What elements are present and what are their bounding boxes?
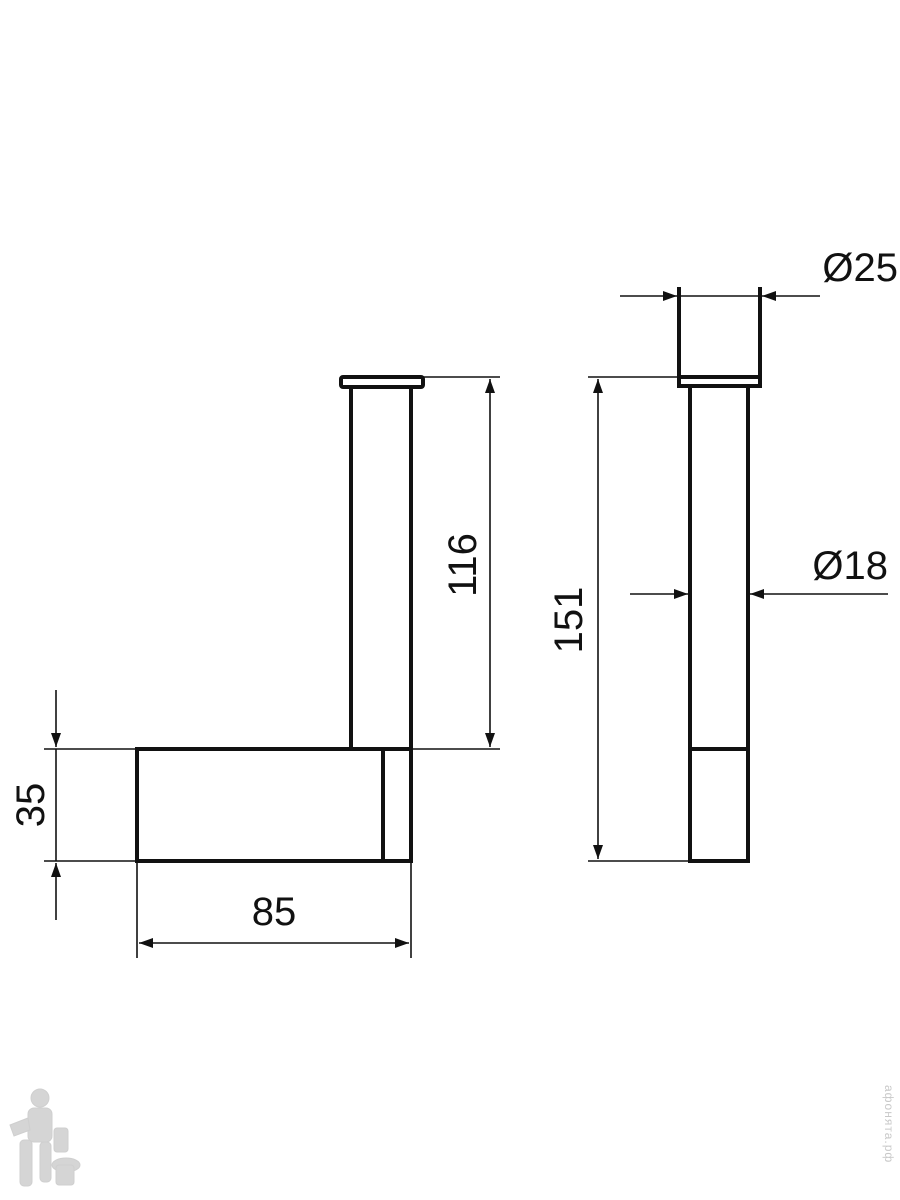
rod-cap [339, 375, 425, 389]
plumber-mascot-icon [9, 1088, 81, 1187]
side-rod [688, 384, 750, 863]
front-extension-lines [44, 376, 500, 958]
dimension-85: 85 [139, 890, 409, 948]
side-view [677, 287, 762, 863]
side-extension-lines [588, 376, 690, 862]
dimension-diameter-25: Ø25 [620, 246, 898, 301]
dim-rod-length-label: 116 [441, 533, 485, 597]
dimension-151: 151 [547, 379, 603, 859]
dim-base-width-label: 85 [252, 890, 297, 934]
site-watermark: афонята.рф [882, 1085, 896, 1164]
dim-base-height-label: 35 [9, 783, 53, 828]
dimension-35: 35 [9, 690, 61, 920]
base-block [135, 747, 413, 863]
front-view [135, 375, 425, 863]
dim-total-height-label: 151 [547, 587, 591, 654]
dimension-116: 116 [441, 379, 495, 747]
dimension-diameter-18: Ø18 [630, 544, 888, 599]
dim-cap-diameter-label: Ø25 [822, 246, 898, 290]
dim-rod-diameter-label: Ø18 [812, 544, 888, 588]
